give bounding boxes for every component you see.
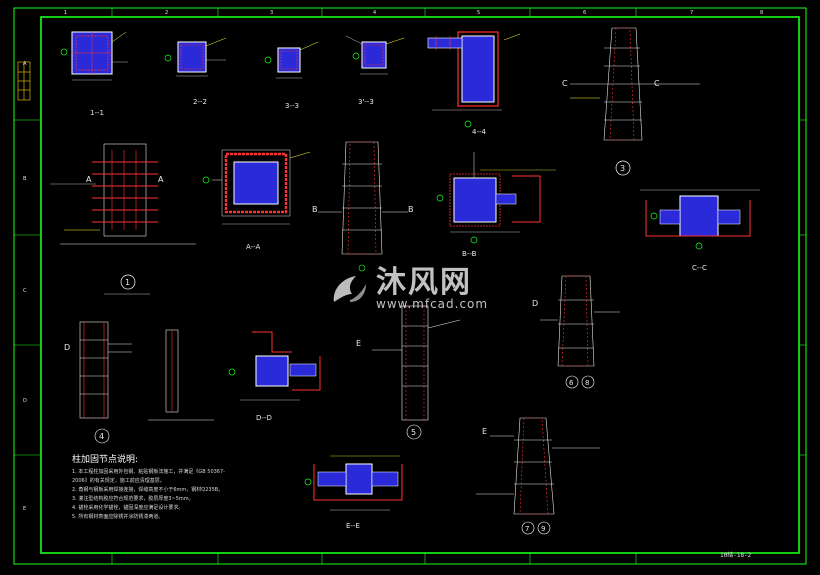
cut-mark-B-right: B xyxy=(408,205,414,214)
section-label-1-1: 1--1 xyxy=(90,109,104,117)
frame-ticks xyxy=(14,8,806,564)
col-label-8: 8 xyxy=(760,10,763,16)
col-label-6: 6 xyxy=(583,10,586,16)
section-B-B xyxy=(436,152,556,244)
detail-bubble-6: 6 xyxy=(569,379,574,387)
section-A-A xyxy=(202,149,311,225)
sheet-frame xyxy=(13,7,807,565)
col-label-1: 1 xyxy=(64,10,67,16)
section-D-D xyxy=(228,331,321,401)
title-stamp xyxy=(17,61,31,101)
section-2-2 xyxy=(164,37,227,77)
sheet-number: 10结-18-2 xyxy=(720,552,752,559)
section-E-E xyxy=(304,455,403,511)
row-label-D: D xyxy=(23,398,27,404)
notes-line: 3. 灌注型结构胶应符合规范要求，胶层厚度3~5mm。 xyxy=(72,496,194,502)
detail-5-elevation xyxy=(372,305,461,440)
section-3-3 xyxy=(264,41,319,79)
row-label-A: A xyxy=(23,61,27,67)
notes-line: 2. 角钢与钢板采用焊接连接，焊缝高度不小于6mm，钢材Q235B。 xyxy=(72,487,224,493)
cut-mark-C-left: C xyxy=(562,79,568,88)
notes-line: 2006》的有关规定，施工前应清理基层。 xyxy=(72,478,165,484)
notes-title: 柱加固节点说明: xyxy=(72,455,139,465)
detail-79-elevation xyxy=(476,417,600,535)
section-label-4-4: 4--4 xyxy=(472,128,487,136)
detail-bubble-8: 8 xyxy=(585,379,589,387)
section-label-E-E: E--E xyxy=(346,522,360,530)
detail-bubble-3: 3 xyxy=(620,164,625,173)
section-label-A-A: A--A xyxy=(246,243,261,251)
col-label-3: 3 xyxy=(270,10,273,16)
cut-mark-D-left: D xyxy=(64,343,70,352)
section-label-B-B: B--B xyxy=(462,250,477,258)
cut-mark-C-right: C xyxy=(654,79,660,88)
watermark-logo-icon xyxy=(333,276,366,302)
section-label-C-C: C--C xyxy=(692,264,707,272)
detail-4-elevation xyxy=(79,321,214,444)
detail-bubble-1: 1 xyxy=(125,278,130,287)
col-label-7: 7 xyxy=(690,10,693,16)
watermark-url: www.mfcad.com xyxy=(376,297,489,311)
detail-1-elevation xyxy=(50,143,196,295)
detail-68-elevation xyxy=(540,275,620,389)
row-label-B: B xyxy=(23,176,27,182)
row-label-C: C xyxy=(23,288,27,294)
col-label-2: 2 xyxy=(165,10,168,16)
watermark: 沐风网 www.mfcad.com xyxy=(330,268,488,310)
section-label-2-2: 2--2 xyxy=(193,98,207,106)
section-label-D-D: D--D xyxy=(256,414,272,422)
cut-mark-A-left: A xyxy=(86,175,92,184)
detail-3-bubble xyxy=(615,160,631,176)
detail-bubble-4: 4 xyxy=(99,432,104,441)
watermark-brand: 沐风网 xyxy=(376,265,472,300)
section-3p-3 xyxy=(345,35,405,75)
col-label-5: 5 xyxy=(477,10,480,16)
col-label-4: 4 xyxy=(373,10,376,16)
cut-mark-E-right: E xyxy=(482,427,487,436)
detail-bubble-9: 9 xyxy=(541,525,545,533)
notes-line: 1. 本工程柱加固采用外包钢、粘贴钢板法施工，并满足《GB 50367- xyxy=(72,469,225,475)
cut-mark-E-left: E xyxy=(356,339,361,348)
cut-mark-D-right: D xyxy=(532,299,538,308)
detail-2-elevation xyxy=(318,141,408,272)
notes-line: 4. 锚栓采用化学锚栓，锚固深度应满足设计要求。 xyxy=(72,505,184,511)
detail-bubble-5: 5 xyxy=(411,428,416,437)
cut-mark-B-left: B xyxy=(312,205,318,214)
notes-line: 5. 所有钢材表面应除锈并涂防锈漆两道。 xyxy=(72,514,164,520)
section-C-C xyxy=(640,189,760,250)
section-label-3-3: 3--3 xyxy=(285,102,299,110)
section-1-1 xyxy=(60,31,128,81)
detail-3-elevation xyxy=(570,27,700,141)
section-label-3p-3: 3'--3 xyxy=(358,98,374,106)
design-notes: 柱加固节点说明: 1. 本工程柱加固采用外包钢、粘贴钢板法施工，并满足《GB 5… xyxy=(72,452,292,522)
row-label-E: E xyxy=(23,506,26,512)
detail-bubble-7: 7 xyxy=(525,525,529,533)
cut-mark-A-right: A xyxy=(158,175,164,184)
section-4-4 xyxy=(427,31,521,128)
